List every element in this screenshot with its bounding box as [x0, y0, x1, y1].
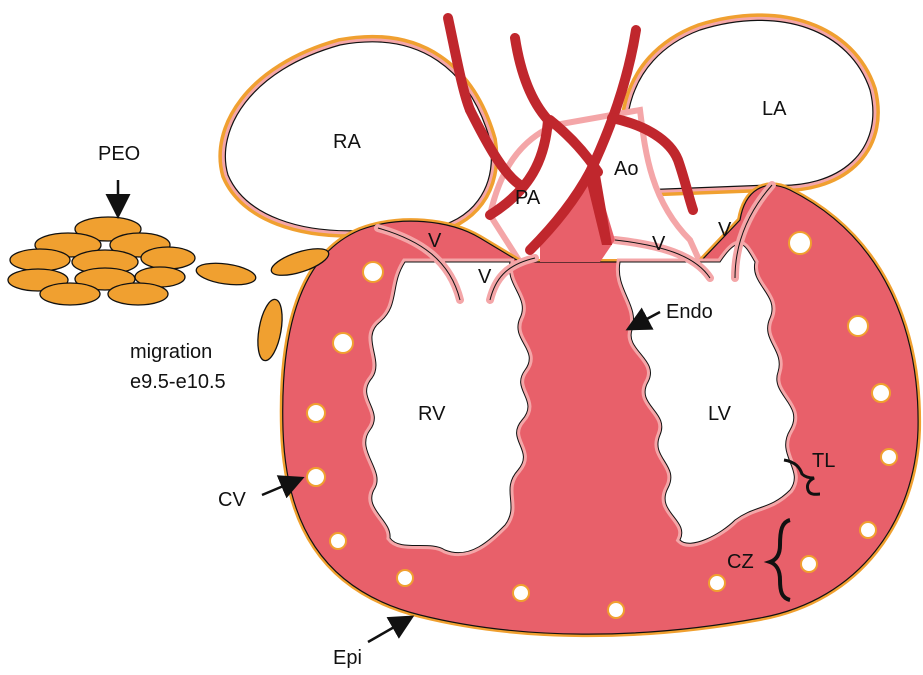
label-valve-tricuspid: V: [428, 230, 442, 252]
label-lv: LV: [708, 403, 732, 425]
label-ao: Ao: [614, 158, 638, 180]
label-cv: CV: [218, 489, 246, 511]
label-migration: migration: [130, 341, 212, 363]
label-pa: PA: [515, 187, 541, 209]
label-epi: Epi: [333, 647, 362, 669]
label-rv: RV: [418, 403, 446, 425]
peo-cluster: [8, 217, 195, 305]
label-ra: RA: [333, 131, 361, 153]
label-cz: CZ: [727, 551, 754, 573]
label-peo: PEO: [98, 143, 140, 165]
label-la: LA: [762, 98, 787, 120]
label-tl: TL: [812, 450, 835, 472]
label-stage: e9.5-e10.5: [130, 371, 226, 393]
epi-arrow: [368, 618, 410, 642]
label-valve-pulmonary: V: [478, 266, 492, 288]
label-valve-aortic: V: [652, 233, 666, 255]
label-endo: Endo: [666, 301, 713, 323]
label-valve-mitral: V: [718, 219, 732, 241]
